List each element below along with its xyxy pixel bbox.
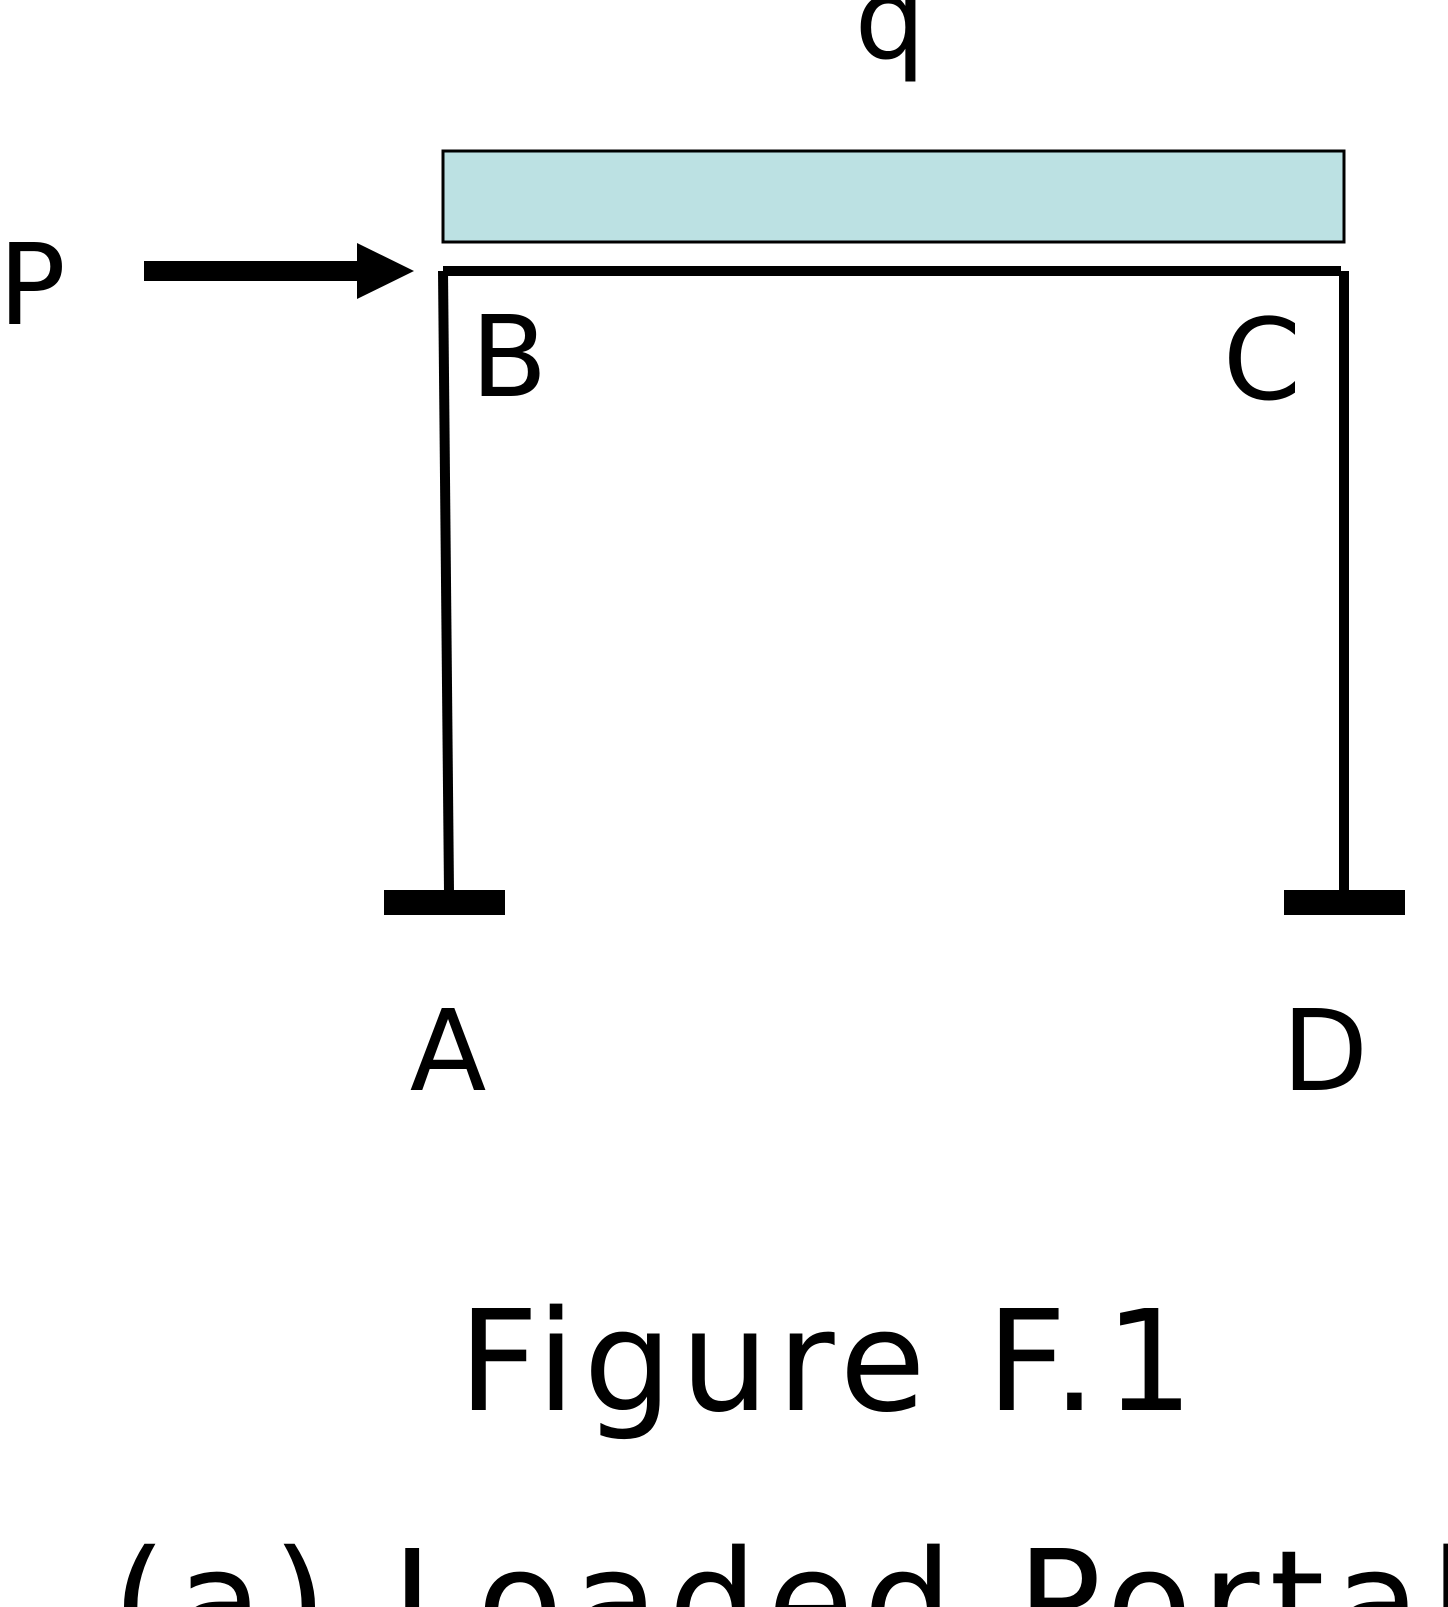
support-d <box>1284 890 1405 915</box>
point-load-label: P <box>0 221 66 351</box>
distributed-load-label: q <box>854 0 925 85</box>
figure-title: Figure F.1 <box>458 1281 1202 1444</box>
node-label-a: A <box>410 987 487 1117</box>
node-label-b: B <box>471 293 548 423</box>
figure-caption: (a) Loaded Portal Frame <box>112 1521 1448 1607</box>
point-load-arrow <box>144 243 414 299</box>
column-ab <box>438 270 454 893</box>
point-load-arrow-head <box>357 243 414 299</box>
node-label-c: C <box>1223 296 1301 426</box>
support-a <box>384 890 505 915</box>
distributed-load-rect <box>441 149 1346 244</box>
node-label-d: D <box>1282 987 1368 1117</box>
